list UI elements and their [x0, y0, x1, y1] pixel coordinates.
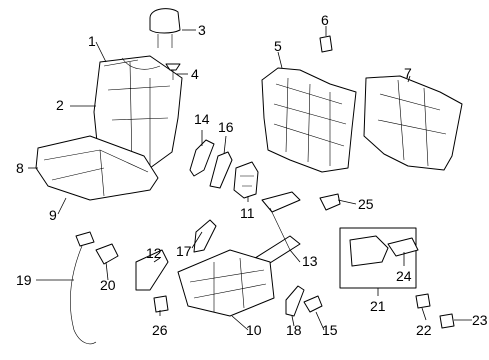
callout-26: 26: [152, 322, 168, 338]
callout-5: 5: [274, 38, 282, 54]
callout-3: 3: [198, 22, 206, 38]
armrest: [339, 227, 419, 289]
cable: [70, 231, 97, 345]
seat-back-cushion: [93, 55, 183, 171]
callout-13: 13: [302, 253, 318, 269]
callout-25: 25: [358, 196, 374, 212]
callout-10: 10: [246, 322, 262, 338]
small-bracket: [319, 193, 341, 211]
bracket-16: [209, 151, 233, 189]
leader-lines: [28, 26, 472, 331]
callout-15: 15: [322, 322, 338, 338]
callout-11: 11: [240, 205, 255, 221]
seat-back-frame: [261, 67, 357, 173]
callout-22: 22: [416, 322, 432, 338]
callout-16: 16: [218, 119, 234, 135]
callout-12: 12: [146, 245, 162, 261]
callout-18: 18: [286, 322, 302, 338]
callout-1: 1: [88, 33, 96, 49]
seat-cushion: [35, 135, 159, 201]
callout-2: 2: [56, 97, 64, 113]
clip-22: [415, 293, 431, 309]
rail-assembly: [251, 191, 301, 269]
clip-23: [439, 313, 455, 329]
hinge-bracket: [189, 139, 215, 177]
recliner-mechanism: [233, 161, 259, 199]
callout-7: 7: [404, 65, 412, 81]
callout-21: 21: [370, 298, 386, 314]
callout-19: 19: [16, 272, 32, 288]
callout-20: 20: [100, 277, 116, 293]
side-bracket: [135, 249, 169, 291]
callout-8: 8: [16, 160, 24, 176]
headrest-guide: [165, 63, 181, 80]
callout-23: 23: [472, 312, 488, 328]
callout-14: 14: [194, 111, 210, 127]
back-panel: [363, 75, 463, 171]
callout-6: 6: [321, 12, 329, 28]
link: [193, 219, 217, 253]
trim-strip: [285, 285, 305, 317]
cap: [153, 295, 169, 313]
callout-9: 9: [49, 207, 57, 223]
callout-17: 17: [176, 243, 192, 259]
clip: [319, 35, 333, 53]
seat-pan-frame: [177, 249, 275, 317]
callout-4: 4: [191, 66, 199, 82]
headrest: [149, 8, 181, 48]
callout-24: 24: [396, 268, 412, 284]
pocket: [95, 243, 119, 265]
bracket-15: [303, 295, 323, 313]
